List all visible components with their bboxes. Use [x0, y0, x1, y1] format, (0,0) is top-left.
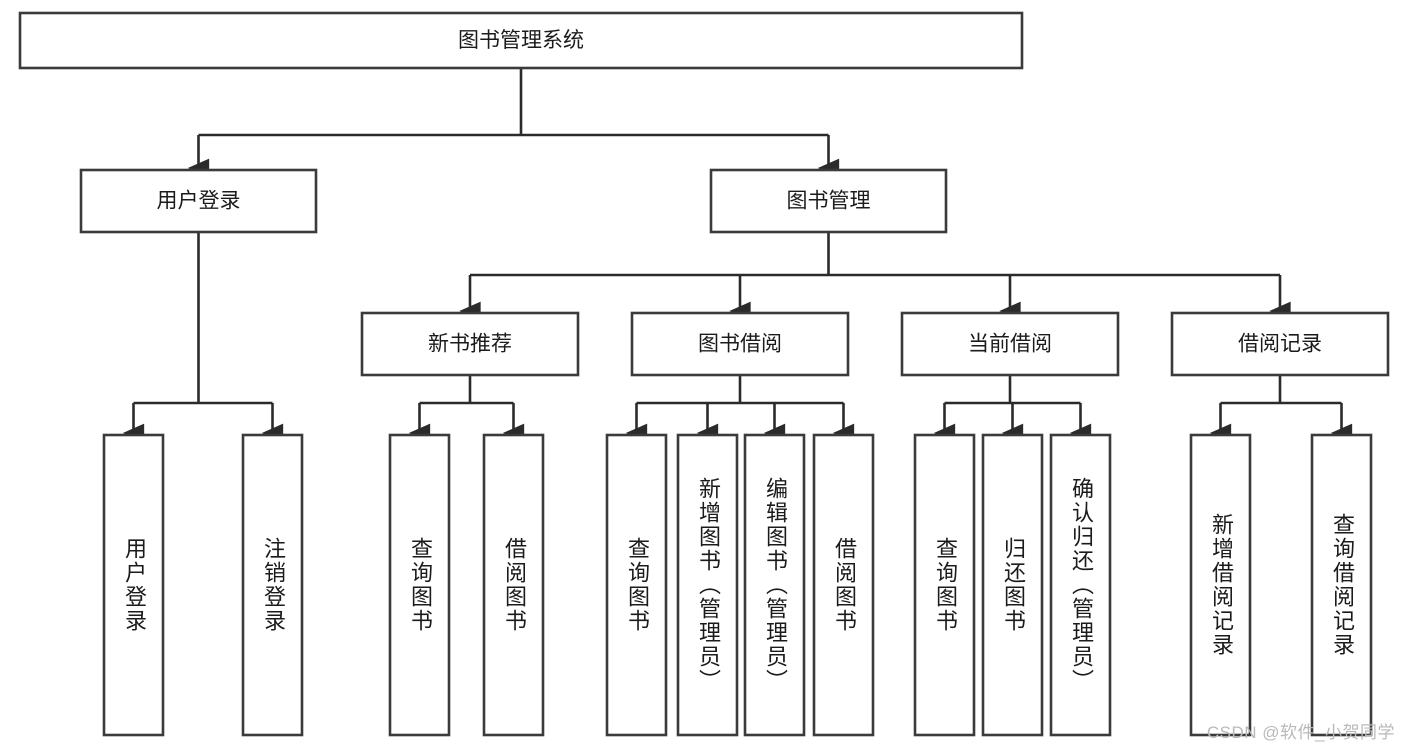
node-box-current[interactable]: [900, 311, 1120, 377]
node-box-l4[interactable]: [482, 433, 545, 737]
watermark-text: CSDN @软件_小贺同学: [1206, 723, 1395, 742]
node-label-records: 借阅记录: [1238, 333, 1322, 356]
node-box-l9[interactable]: [913, 433, 976, 737]
boxes-layer: [18, 11, 1390, 737]
node-box-l8[interactable]: [812, 433, 875, 737]
node-box-l5[interactable]: [605, 433, 668, 737]
node-label-newbook: 新书推荐: [428, 333, 512, 356]
node-box-l12[interactable]: [1189, 433, 1252, 737]
node-box-newbook[interactable]: [360, 311, 580, 377]
node-box-l11[interactable]: [1049, 433, 1112, 737]
node-box-login[interactable]: [79, 168, 318, 234]
connections-layer: [122, 68, 1353, 443]
node-label-current: 当前借阅: [968, 333, 1052, 356]
node-box-l2[interactable]: [241, 433, 304, 737]
node-box-l7[interactable]: [743, 433, 806, 737]
node-label-root: 图书管理系统: [458, 29, 584, 52]
node-box-l10[interactable]: [981, 433, 1044, 737]
node-box-l1[interactable]: [102, 433, 165, 737]
node-box-borrow[interactable]: [630, 311, 850, 377]
node-box-records[interactable]: [1170, 311, 1390, 377]
node-label-bookmgmt: 图书管理: [787, 190, 871, 213]
node-box-l3[interactable]: [388, 433, 451, 737]
node-box-l13[interactable]: [1310, 433, 1373, 737]
node-box-root[interactable]: [18, 11, 1024, 70]
node-box-l6[interactable]: [676, 433, 739, 737]
node-label-borrow: 图书借阅: [698, 333, 782, 356]
node-label-login: 用户登录: [157, 190, 241, 213]
node-box-bookmgmt[interactable]: [709, 168, 948, 234]
